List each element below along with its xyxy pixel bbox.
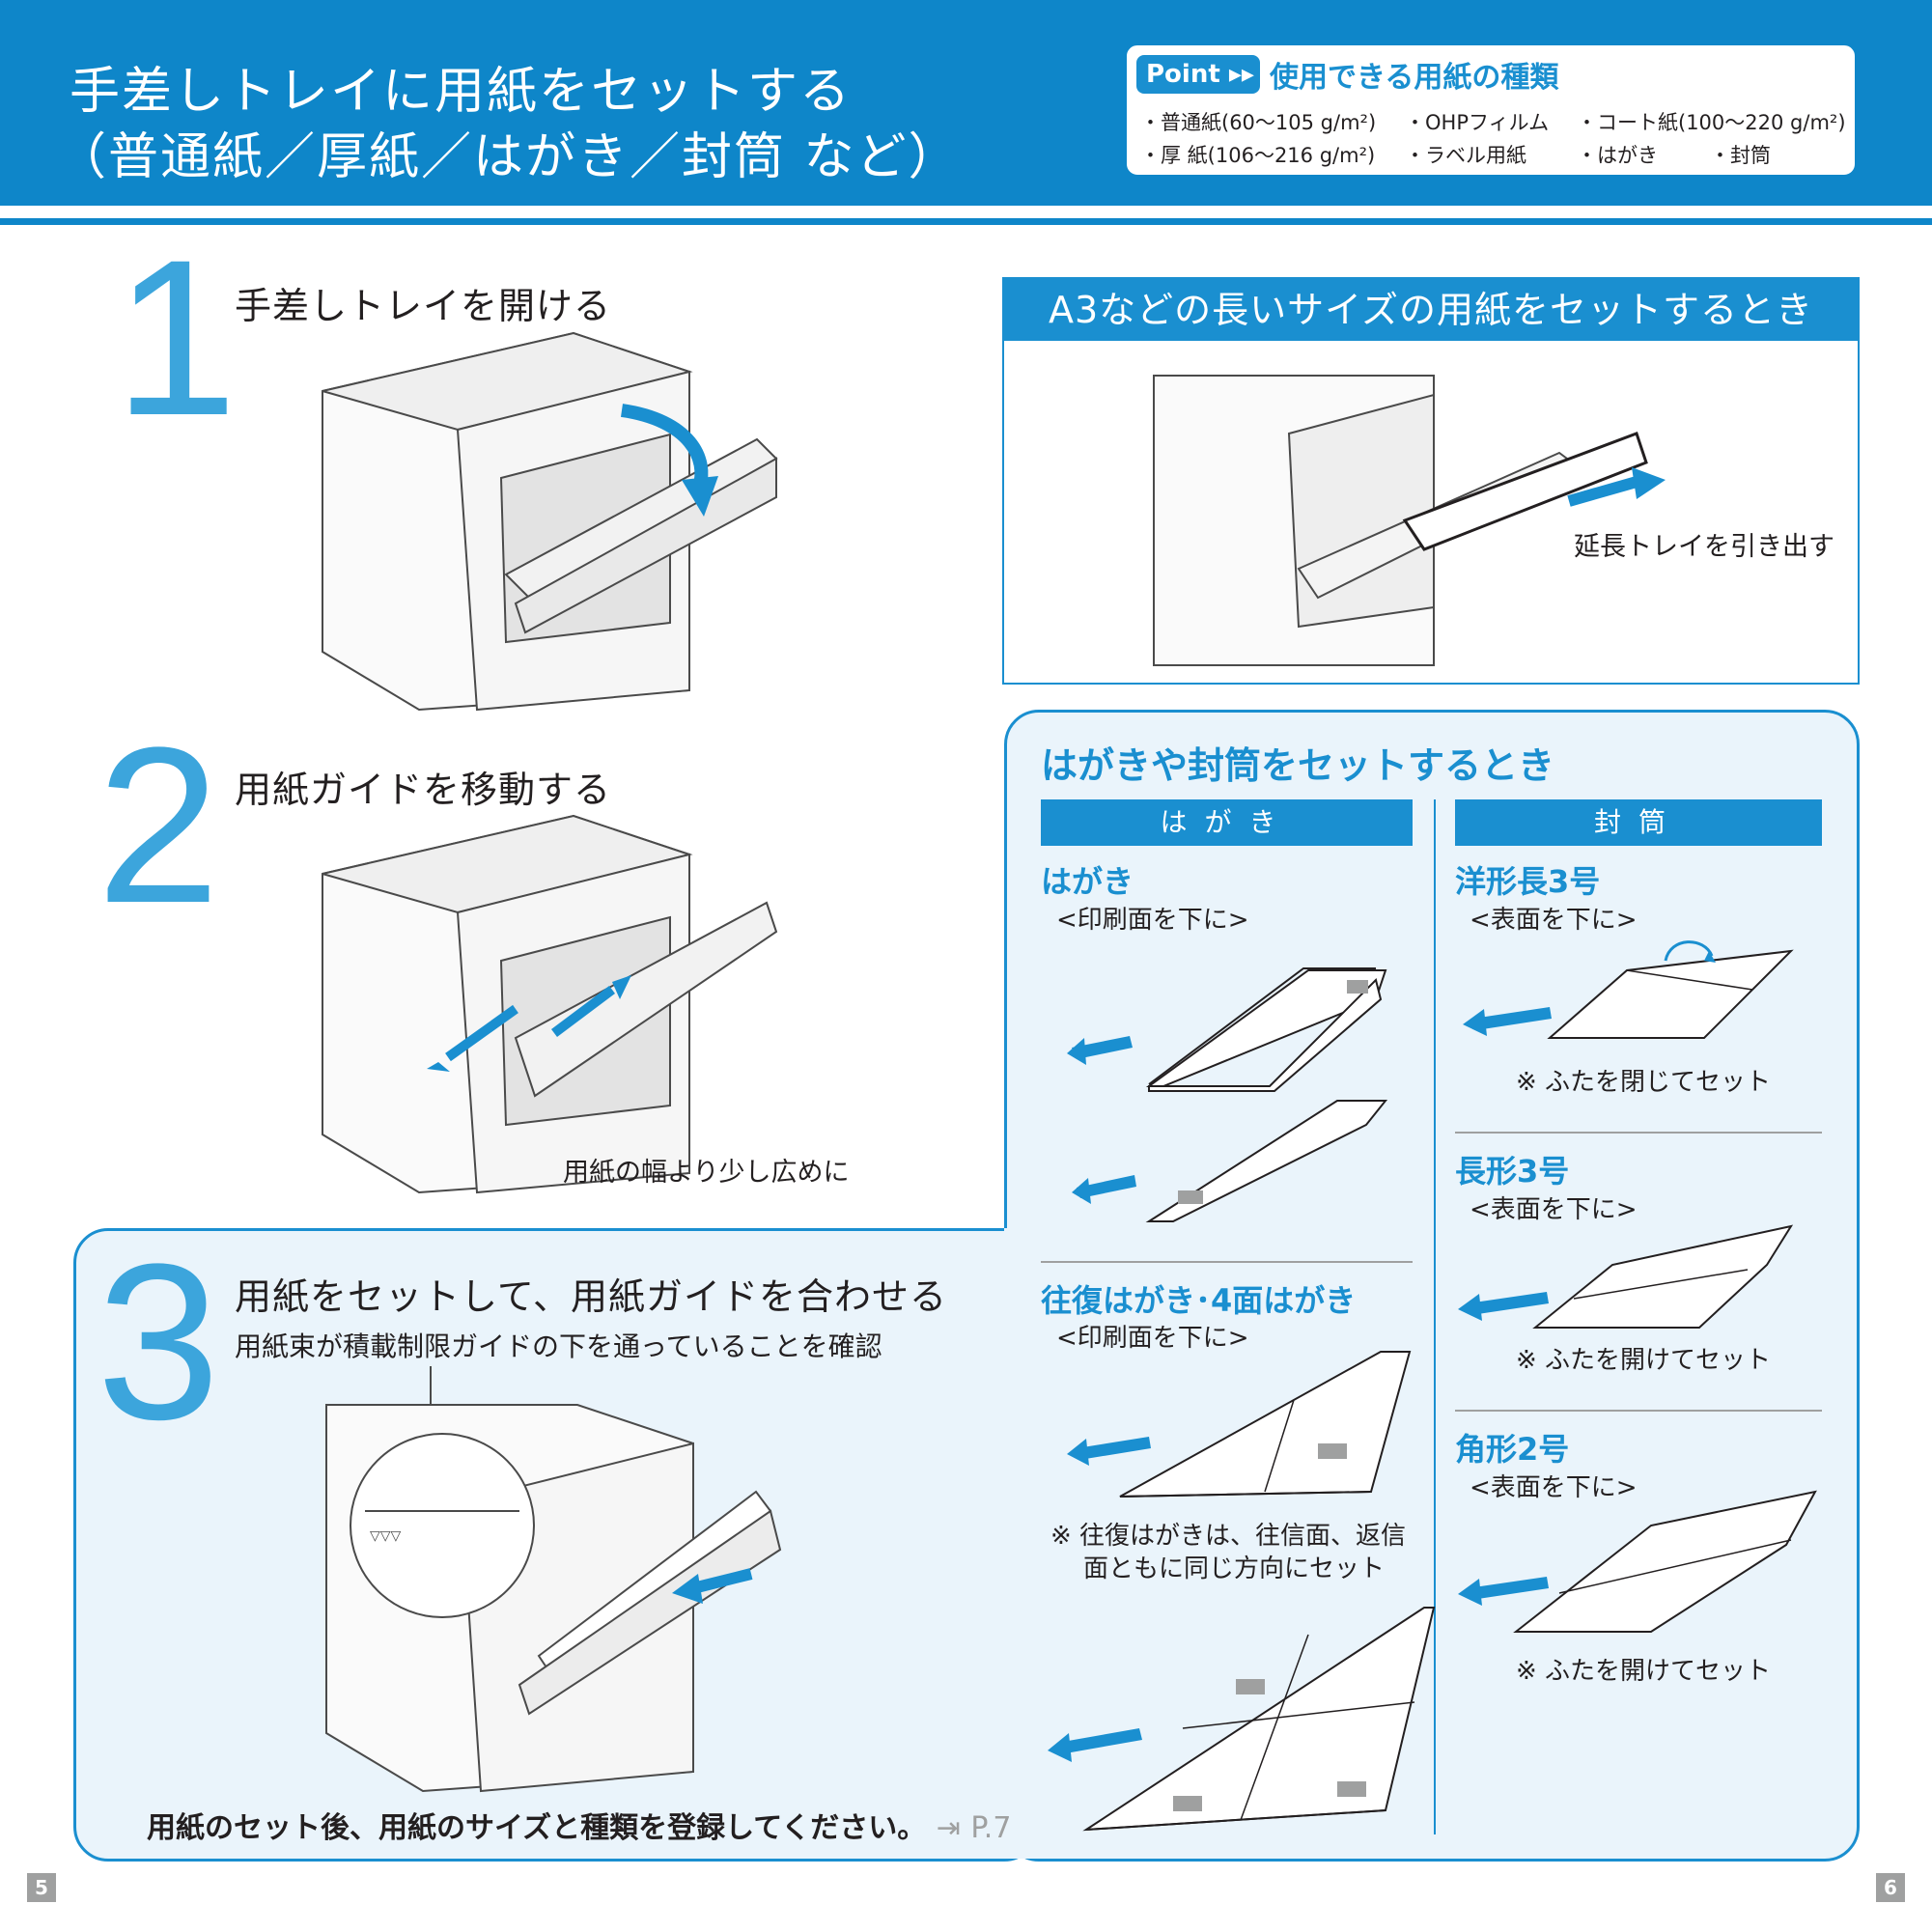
col-head-envelope: 封筒 — [1455, 799, 1822, 846]
step2-printer-illustration — [322, 814, 778, 1194]
env3-orientation: <表面を下に> — [1470, 1473, 1638, 1502]
point-item-plain: ・普通紙(60～105 g/m²) — [1140, 111, 1377, 134]
return-postcard-illustration — [1067, 1351, 1412, 1498]
env2-illustration — [1458, 1224, 1794, 1329]
step3-title: 用紙をセットして、用紙ガイドを合わせる — [235, 1275, 947, 1318]
env3-label: 角形2号 — [1455, 1431, 1570, 1468]
header-rule — [0, 218, 1932, 225]
point-title: 使用できる用紙の種類 — [1270, 61, 1559, 95]
page-header: 手差しトレイに用紙をセットする （普通紙／厚紙／はがき／封筒 など） Point… — [0, 0, 1932, 206]
page-number-right: 6 — [1876, 1873, 1905, 1902]
point-item-ohp: ・OHPフィルム — [1405, 111, 1550, 134]
postcard-panel-title: はがきや封筒をセットするとき — [1041, 744, 1555, 787]
step1-title: 手差しトレイを開ける — [235, 285, 612, 327]
return-postcard-note-2: 面ともに同じ方向にセット — [1083, 1554, 1386, 1583]
step1-number: 1 — [114, 213, 238, 462]
env2-label: 長形3号 — [1455, 1153, 1570, 1190]
env3-illustration — [1458, 1490, 1817, 1633]
env-divider-2 — [1455, 1410, 1822, 1412]
a3-printer-illustration — [1153, 375, 1666, 666]
env2-orientation: <表面を下に> — [1470, 1195, 1638, 1224]
four-postcard-illustration — [1048, 1607, 1436, 1832]
env1-label: 洋形長3号 — [1455, 863, 1601, 900]
point-item-label: ・ラベル用紙 — [1405, 144, 1526, 167]
svg-text:▽▽▽: ▽▽▽ — [370, 1528, 402, 1544]
step3-number: 3 — [97, 1218, 220, 1466]
point-badge: Point ▸▸ — [1136, 55, 1260, 94]
env2-note: ※ ふたを開けてセット — [1516, 1346, 1772, 1375]
postcard-illustration — [1067, 967, 1388, 1222]
env3-note: ※ ふたを開けてセット — [1516, 1657, 1772, 1686]
point-item-envelope: ・封筒 — [1710, 144, 1771, 167]
env1-illustration — [1463, 940, 1794, 1039]
arrow-ref-icon: ⇥ — [936, 1811, 961, 1845]
step3-printer-illustration: ▽▽▽ — [325, 1366, 782, 1793]
footer-instruction: 用紙のセット後、用紙のサイズと種類を登録してください。 ⇥ P.7 — [147, 1804, 1011, 1846]
footer-instruction-text: 用紙のセット後、用紙のサイズと種類を登録してください。 — [147, 1811, 927, 1845]
postcard-label: はがき — [1041, 863, 1134, 900]
return-postcard-note-1: ※ 往復はがきは、往信面、返信 — [1050, 1522, 1407, 1551]
point-item-coated: ・コート紙(100～220 g/m²) — [1577, 111, 1846, 134]
postcard-orientation: <印刷面を下に> — [1056, 906, 1249, 935]
step2-number: 2 — [97, 701, 220, 949]
step1-printer-illustration — [322, 331, 778, 712]
col-head-postcard: はがき — [1041, 799, 1413, 846]
column-divider — [1434, 799, 1436, 1834]
step3-caption: 用紙束が積載制限ガイドの下を通っていることを確認 — [235, 1330, 882, 1362]
point-item-thick: ・厚 紙(106～216 g/m²) — [1140, 144, 1376, 167]
point-item-postcard: ・はがき — [1577, 144, 1658, 167]
page-number-left: 5 — [27, 1873, 56, 1902]
return-postcard-label: 往復はがき･4面はがき — [1041, 1282, 1357, 1319]
env-divider-1 — [1455, 1132, 1822, 1134]
point-box: Point ▸▸ 使用できる用紙の種類 ・普通紙(60～105 g/m²) ・O… — [1124, 42, 1858, 178]
env1-note: ※ ふたを閉じてセット — [1516, 1068, 1772, 1097]
step2-caption: 用紙の幅より少し広めに — [563, 1158, 850, 1188]
panel-joint — [1004, 1228, 1052, 1859]
env1-orientation: <表面を下に> — [1470, 906, 1638, 935]
postcard-section-divider — [1041, 1261, 1413, 1263]
return-postcard-orientation: <印刷面を下に> — [1056, 1324, 1249, 1353]
a3-caption: 延長トレイを引き出す — [1574, 532, 1834, 562]
a3-title: A3などの長いサイズの用紙をセットするとき — [1004, 279, 1858, 341]
step2-title: 用紙ガイドを移動する — [235, 769, 612, 811]
footer-page-ref[interactable]: P.7 — [970, 1811, 1012, 1845]
page-title-line2: （普通紙／厚紙／はがき／封筒 など） — [56, 128, 961, 186]
a3-long-paper-box: A3などの長いサイズの用紙をセットするとき 延長トレイを引き出す — [1002, 277, 1860, 685]
page-title-line1: 手差しトレイに用紙をセットする — [70, 63, 853, 121]
